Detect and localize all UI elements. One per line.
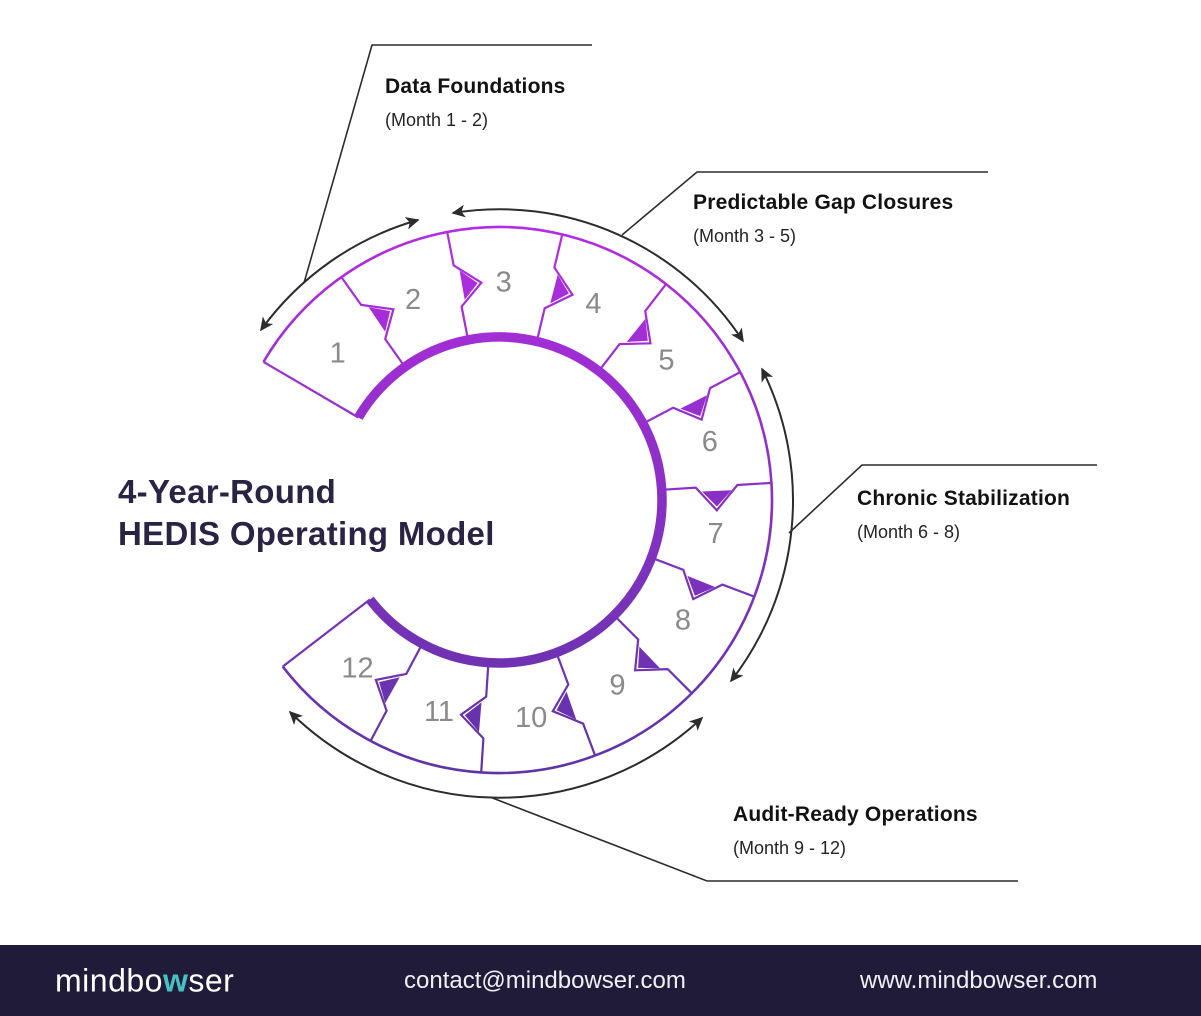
segment-number: 1 [330,337,346,369]
flow-arc-audit-ready-operations [288,710,704,799]
leader-audit-ready-operations [489,796,1018,882]
phase-label-audit-ready-operations: Audit-Ready Operations (Month 9 - 12) [733,803,978,859]
phase-title: Data Foundations [385,75,566,98]
flow-arrows [260,204,794,799]
phase-months: (Month 9 - 12) [733,838,847,858]
segment-number: 3 [496,267,512,299]
segment-divider [642,371,741,425]
segment-divider [651,556,755,601]
phase-title: Audit-Ready Operations [733,803,978,826]
segment-arrow-icon [368,307,391,332]
segment-arrow-icon [702,490,732,507]
segment-divider [597,283,667,372]
footer: mindbowser contact@mindbowser.com www.mi… [0,945,1201,1016]
segment-number: 8 [675,604,691,636]
logo-text-prefix: mindbo [55,962,163,998]
segment-arrow-icon [626,318,648,342]
phase-label-data-foundations: Data Foundations (Month 1 - 2) [385,75,566,131]
wheel-end-edge [282,598,371,668]
segment-number: 2 [405,284,421,316]
phase-label-chronic-stabilization: Chronic Stabilization (Month 6 - 8) [857,487,1070,543]
segment-number: 5 [658,344,674,376]
phase-title: Predictable Gap Closures [693,191,954,214]
phase-months: (Month 3 - 5) [693,226,797,246]
segment-arrow-icon [687,575,715,596]
phase-months: (Month 6 - 8) [857,522,961,542]
segment-arrow-icon [638,646,660,669]
leader-data-foundations [303,44,592,284]
wheel-start-edge [262,360,359,419]
logo-text-suffix: ser [188,962,235,998]
logo-w-accent: w [162,962,189,998]
segment-number: 6 [702,426,718,458]
segment-divider [369,643,424,742]
segment-divider [613,614,693,695]
flow-arc-data-foundations [260,217,420,332]
diagram-title-line1: 4-Year-Round [118,473,337,510]
phase-months: (Month 1 - 2) [385,110,489,130]
segment-number: 4 [585,288,601,320]
flow-arc-predictable-gap-closures [451,204,744,343]
mindbowser-logo: mindbowser [55,962,234,999]
segment-arrow-icon [556,691,577,720]
segment-arrow-icon [379,677,400,704]
segment-number: 9 [609,670,625,702]
footer-website: www.mindbowser.com [860,966,1098,994]
leader-lines [303,44,1097,882]
segment-divider [551,652,597,756]
flow-arc-chronic-stabilization [730,367,794,683]
leader-chronic-stabilization [788,464,1097,534]
diagram-title-line2: HEDIS Operating Model [118,515,495,552]
leader-predictable-gap-closures [621,171,988,236]
segment-arrow-icon [680,395,707,417]
phase-title: Chronic Stabilization [857,487,1071,510]
segment-number: 7 [708,518,724,550]
phase-label-predictable-gap-closures: Predictable Gap Closures (Month 3 - 5) [693,191,953,247]
footer-email: contact@mindbowser.com [404,966,686,994]
segment-divider [340,276,406,368]
segment-number: 10 [515,702,547,734]
diagram-title: 4-Year-Round HEDIS Operating Model [118,471,495,555]
segment-number: 12 [341,653,373,685]
segment-number: 11 [424,696,454,728]
